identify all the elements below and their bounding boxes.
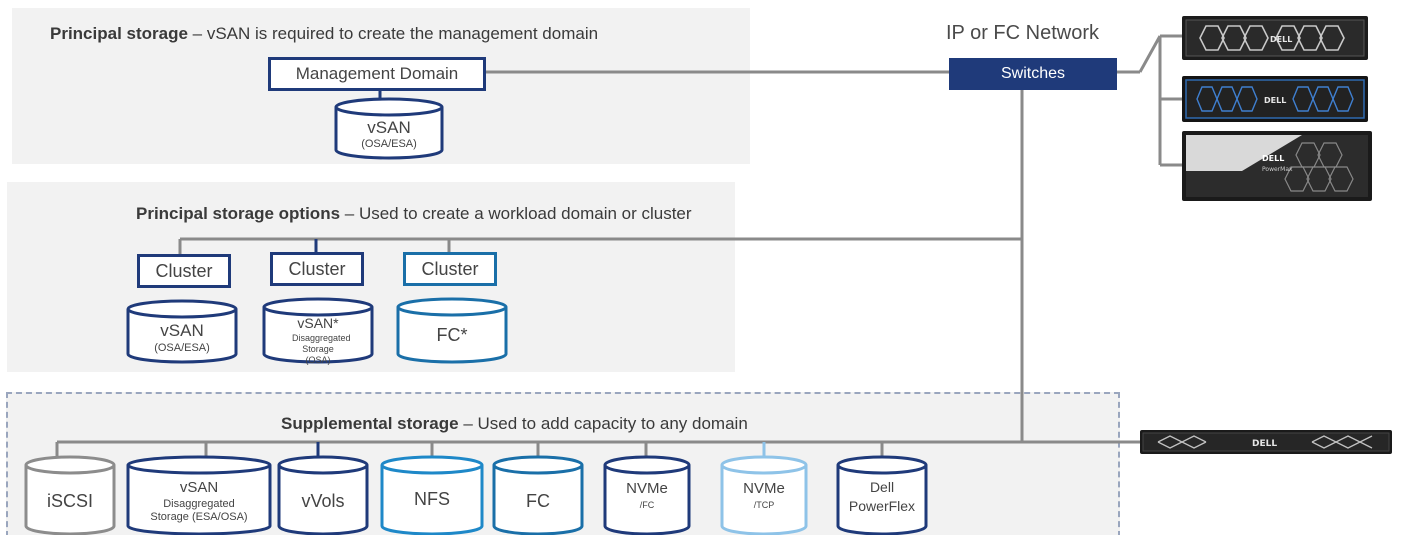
hw-brand-label: DELL xyxy=(1252,439,1277,449)
cylinder-label: vSAN xyxy=(160,321,204,340)
options-heading-text: – Used to create a workload domain or cl… xyxy=(340,204,692,223)
supplemental-vvols-cylinder: vVols xyxy=(277,455,369,535)
cylinder-sublabel: (OSA/ESA) xyxy=(154,342,210,354)
cylinder-shape xyxy=(126,299,238,364)
cylinder-shape xyxy=(380,455,484,535)
options-vsan-cylinder: vSAN (OSA/ESA) xyxy=(126,299,238,364)
principal-storage-heading-bold: Principal storage xyxy=(50,24,188,43)
principal-storage-heading: Principal storage – vSAN is required to … xyxy=(50,24,598,44)
cluster-box-fc: Cluster xyxy=(403,252,497,286)
cylinder-label: FC* xyxy=(436,325,468,345)
cylinder-sublabel: PowerFlex xyxy=(848,498,916,514)
cylinder-shape xyxy=(24,455,116,535)
supplemental-iscsi-cylinder: iSCSI xyxy=(24,455,116,535)
supplemental-powerflex-cylinder: Dell PowerFlex xyxy=(836,455,928,535)
cluster-box-vsan: Cluster xyxy=(137,254,231,288)
cylinder-shape xyxy=(836,455,928,535)
supplemental-heading: Supplemental storage – Used to add capac… xyxy=(281,414,748,434)
supplemental-nvme-fc-cylinder: NVMe /FC xyxy=(603,455,691,535)
cylinder-label: vSAN xyxy=(179,479,219,496)
supplemental-vsan-cylinder: vSAN Disaggregated Storage (ESA/OSA) xyxy=(126,455,272,535)
cylinder-sublabel: /FC xyxy=(639,500,655,510)
cylinder-shape xyxy=(277,455,369,535)
supplemental-heading-text: – Used to add capacity to any domain xyxy=(458,414,748,433)
management-vsan-cylinder: vSAN (OSA/ESA) xyxy=(334,97,444,160)
options-heading: Principal storage options – Used to crea… xyxy=(136,204,692,224)
hw-brand-label: DELL xyxy=(1262,154,1284,163)
hw-brand-label: DELL xyxy=(1264,96,1286,105)
cylinder-sublabel: Disaggregated Storage (OSA) xyxy=(292,333,351,365)
cylinder-label: NVMe xyxy=(626,480,668,497)
cylinder-shape xyxy=(262,297,374,364)
options-fc-cylinder: FC* xyxy=(396,297,508,364)
hw-model-label: PowerMax xyxy=(1262,166,1293,173)
cylinder-label: iSCSI xyxy=(46,491,93,511)
cylinder-label: vSAN* xyxy=(297,315,339,331)
supplemental-fc-cylinder: FC xyxy=(492,455,584,535)
supplemental-heading-bold: Supplemental storage xyxy=(281,414,459,433)
cylinder-shape xyxy=(334,97,444,160)
storage-array-middle: DELL xyxy=(1182,76,1368,122)
options-vsan-disaggregated-cylinder: vSAN* Disaggregated Storage (OSA) xyxy=(262,297,374,365)
cylinder-shape xyxy=(720,455,808,535)
storage-server-lower: DELL xyxy=(1140,430,1392,454)
cylinder-sublabel: /TCP xyxy=(753,500,775,510)
hw-brand-label: DELL xyxy=(1270,35,1292,44)
switches-box: Switches xyxy=(949,58,1117,90)
cylinder-label: Dell xyxy=(869,479,895,495)
storage-array-top: DELL xyxy=(1182,16,1368,60)
cylinder-label: NVMe xyxy=(743,480,785,497)
management-domain-box: Management Domain xyxy=(268,57,486,91)
supplemental-nvme-tcp-cylinder: NVMe /TCP xyxy=(720,455,808,535)
options-heading-bold: Principal storage options xyxy=(136,204,341,223)
storage-array-powermax: DELL PowerMax xyxy=(1182,131,1372,201)
cluster-box-vsan-disaggregated: Cluster xyxy=(270,252,364,286)
cylinder-shape xyxy=(126,455,272,535)
supplemental-nfs-cylinder: NFS xyxy=(380,455,484,535)
cylinder-sublabel: Disaggregated Storage (ESA/OSA) xyxy=(150,498,248,523)
network-label: IP or FC Network xyxy=(946,22,1099,44)
cylinder-label: vSAN xyxy=(367,118,411,137)
principal-storage-heading-text: – vSAN is required to create the managem… xyxy=(187,24,599,43)
cylinder-label: vVols xyxy=(301,491,345,511)
cylinder-sublabel: (OSA/ESA) xyxy=(361,138,417,150)
cylinder-shape xyxy=(492,455,584,535)
cylinder-shape xyxy=(396,297,508,364)
cylinder-label: FC xyxy=(526,491,550,511)
cylinder-label: NFS xyxy=(414,489,450,509)
cylinder-shape xyxy=(603,455,691,535)
